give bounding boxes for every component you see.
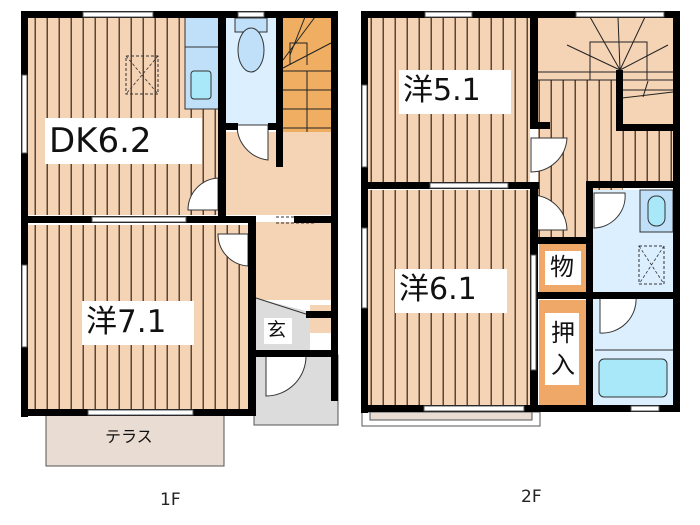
washer-space-icon: [638, 245, 665, 285]
entrance-door-swing: [265, 355, 307, 397]
floor-label-2f: 2F: [521, 487, 542, 507]
ventilation-icon: [125, 55, 159, 95]
room-label-terrace: テラス: [105, 427, 153, 446]
room-label-storage: 物: [545, 251, 581, 285]
western-door-swing: [217, 233, 249, 267]
room-label-western-7-1: 洋7.1: [82, 301, 194, 345]
room-label-entrance: 玄: [264, 318, 292, 344]
room-label-closet: 押入: [545, 313, 579, 385]
floor-2f: [361, 11, 680, 427]
toilet-icon: [237, 27, 265, 73]
room-label-dk: DK6.2: [45, 118, 202, 164]
room-label-western-6-1: 洋6.1: [395, 269, 507, 313]
room-label-western-5-1: 洋5.1: [399, 70, 511, 114]
floor-1f: [21, 11, 339, 467]
dk-door-swing: [187, 177, 219, 211]
toilet-door-swing: [236, 124, 269, 161]
washbasin-icon: [647, 195, 666, 227]
bathtub-icon: [598, 358, 668, 398]
floor-label-1f: 1F: [160, 490, 181, 510]
sink-icon: [190, 70, 212, 100]
terrace-area: [45, 411, 225, 467]
